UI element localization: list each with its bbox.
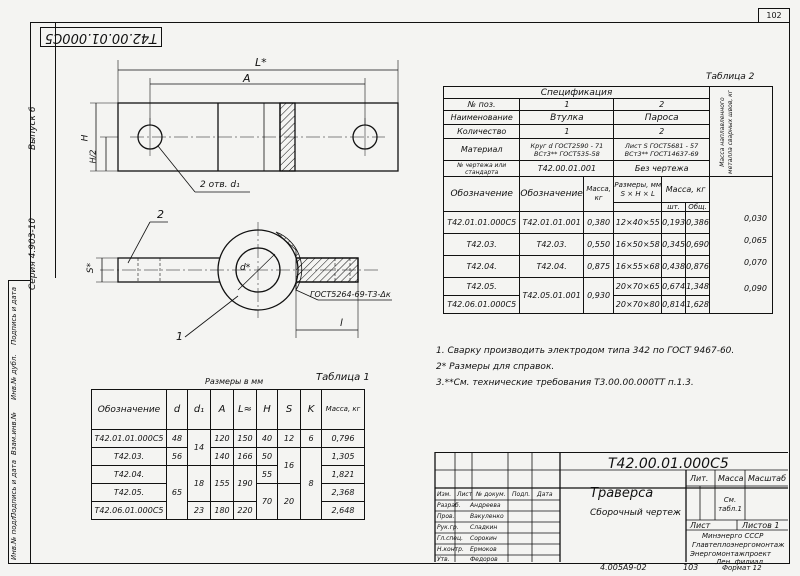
tb-col-sign: Подп. [512,491,531,498]
dim-l-label: l [340,318,343,329]
tb-person: Андреева [470,502,501,509]
title-doc-number: Т42.00.01.000С5 [608,456,729,472]
weld-mass-1: 0,030 [744,214,767,223]
tb-role: Разраб. [437,502,461,509]
tb-org3: Энергомонтажпроект [690,550,771,558]
side-stamp-column [8,280,31,564]
note-1: 1. Сварку производить электродом типа 34… [436,346,735,356]
dim-d-label: d* [240,263,251,273]
tb-mass-value: См. табл.1 [718,496,742,513]
side-series-column [30,22,56,278]
note-3: 3.**См. технические требования Т3.00.00.… [436,378,694,388]
tb-person: Вакуленко [470,513,504,520]
dim-A-label: A [243,72,251,85]
tb-scale: Масштаб [748,474,787,483]
tb-col-doc: № докум. [476,491,506,498]
tb-person: Федоров [470,556,498,563]
weld-mass-4: 0,090 [744,284,767,293]
tb-org1: Минэнерго СССР [702,532,764,540]
spec-h-designation2: Обозначение [519,176,584,212]
tb-role: Утв. [437,556,450,563]
tb-person: Сладкин [470,524,498,531]
tb-role: Пров. [437,513,455,520]
bottom-code: 4.005А9-02 [600,563,647,572]
page-number: 102 [758,8,790,23]
weld-mass-3: 0,070 [744,258,767,267]
position-1-label: 1 [176,330,183,343]
title-block [435,452,788,563]
dim-L-label: L* [255,56,267,69]
holes-note: 2 отв. d₁ [200,180,240,190]
title-name: Траверса [590,486,654,501]
table1-subtitle: Размеры в мм [205,377,264,386]
tb-role: Гл.спец. [437,535,463,542]
tb-lit: Лит. [690,474,709,483]
weld-mass-2: 0,065 [744,236,767,245]
tb-org2: Главтеплоэнергомонтаж [692,541,785,549]
weld-note: ГОСТ5264-69-Т3-Δк [310,290,391,299]
tb-person: Ермоков [470,546,497,553]
tb-sheets: Листов 1 [742,521,780,530]
tb-col-date: Дата [537,491,553,498]
tb-role: Рук.гр. [437,524,459,531]
tb-col-list: Лист [457,491,473,498]
position-2-label: 2 [157,208,164,221]
format-label: Формат 12 [722,564,762,572]
dimensions-table: Обозначение d d₁ A L≈ H S K Масса, кг Т4… [91,389,365,520]
tb-org4: Лен. филиал [716,558,763,566]
table2-caption: Таблица 2 [706,72,755,82]
table1-caption: Таблица 1 [316,372,370,383]
tb-mass: Масса [718,474,744,483]
tb-sheet: Лист [690,521,711,530]
table1-header: Обозначение d d₁ A L≈ H S K Масса, кг [91,389,365,430]
note-2: 2* Размеры для справок. [436,362,555,372]
bottom-page: 103 [683,563,699,572]
tb-role: Н.контр. [437,546,464,553]
top-stamp-box: Т42.00.01.000С5 [40,27,162,47]
title-name2: Сборочный чертеж [590,508,682,518]
drawing-frame [30,22,790,564]
tb-col-izm: Изм. [437,491,452,498]
tb-person: Сорокин [470,535,497,542]
